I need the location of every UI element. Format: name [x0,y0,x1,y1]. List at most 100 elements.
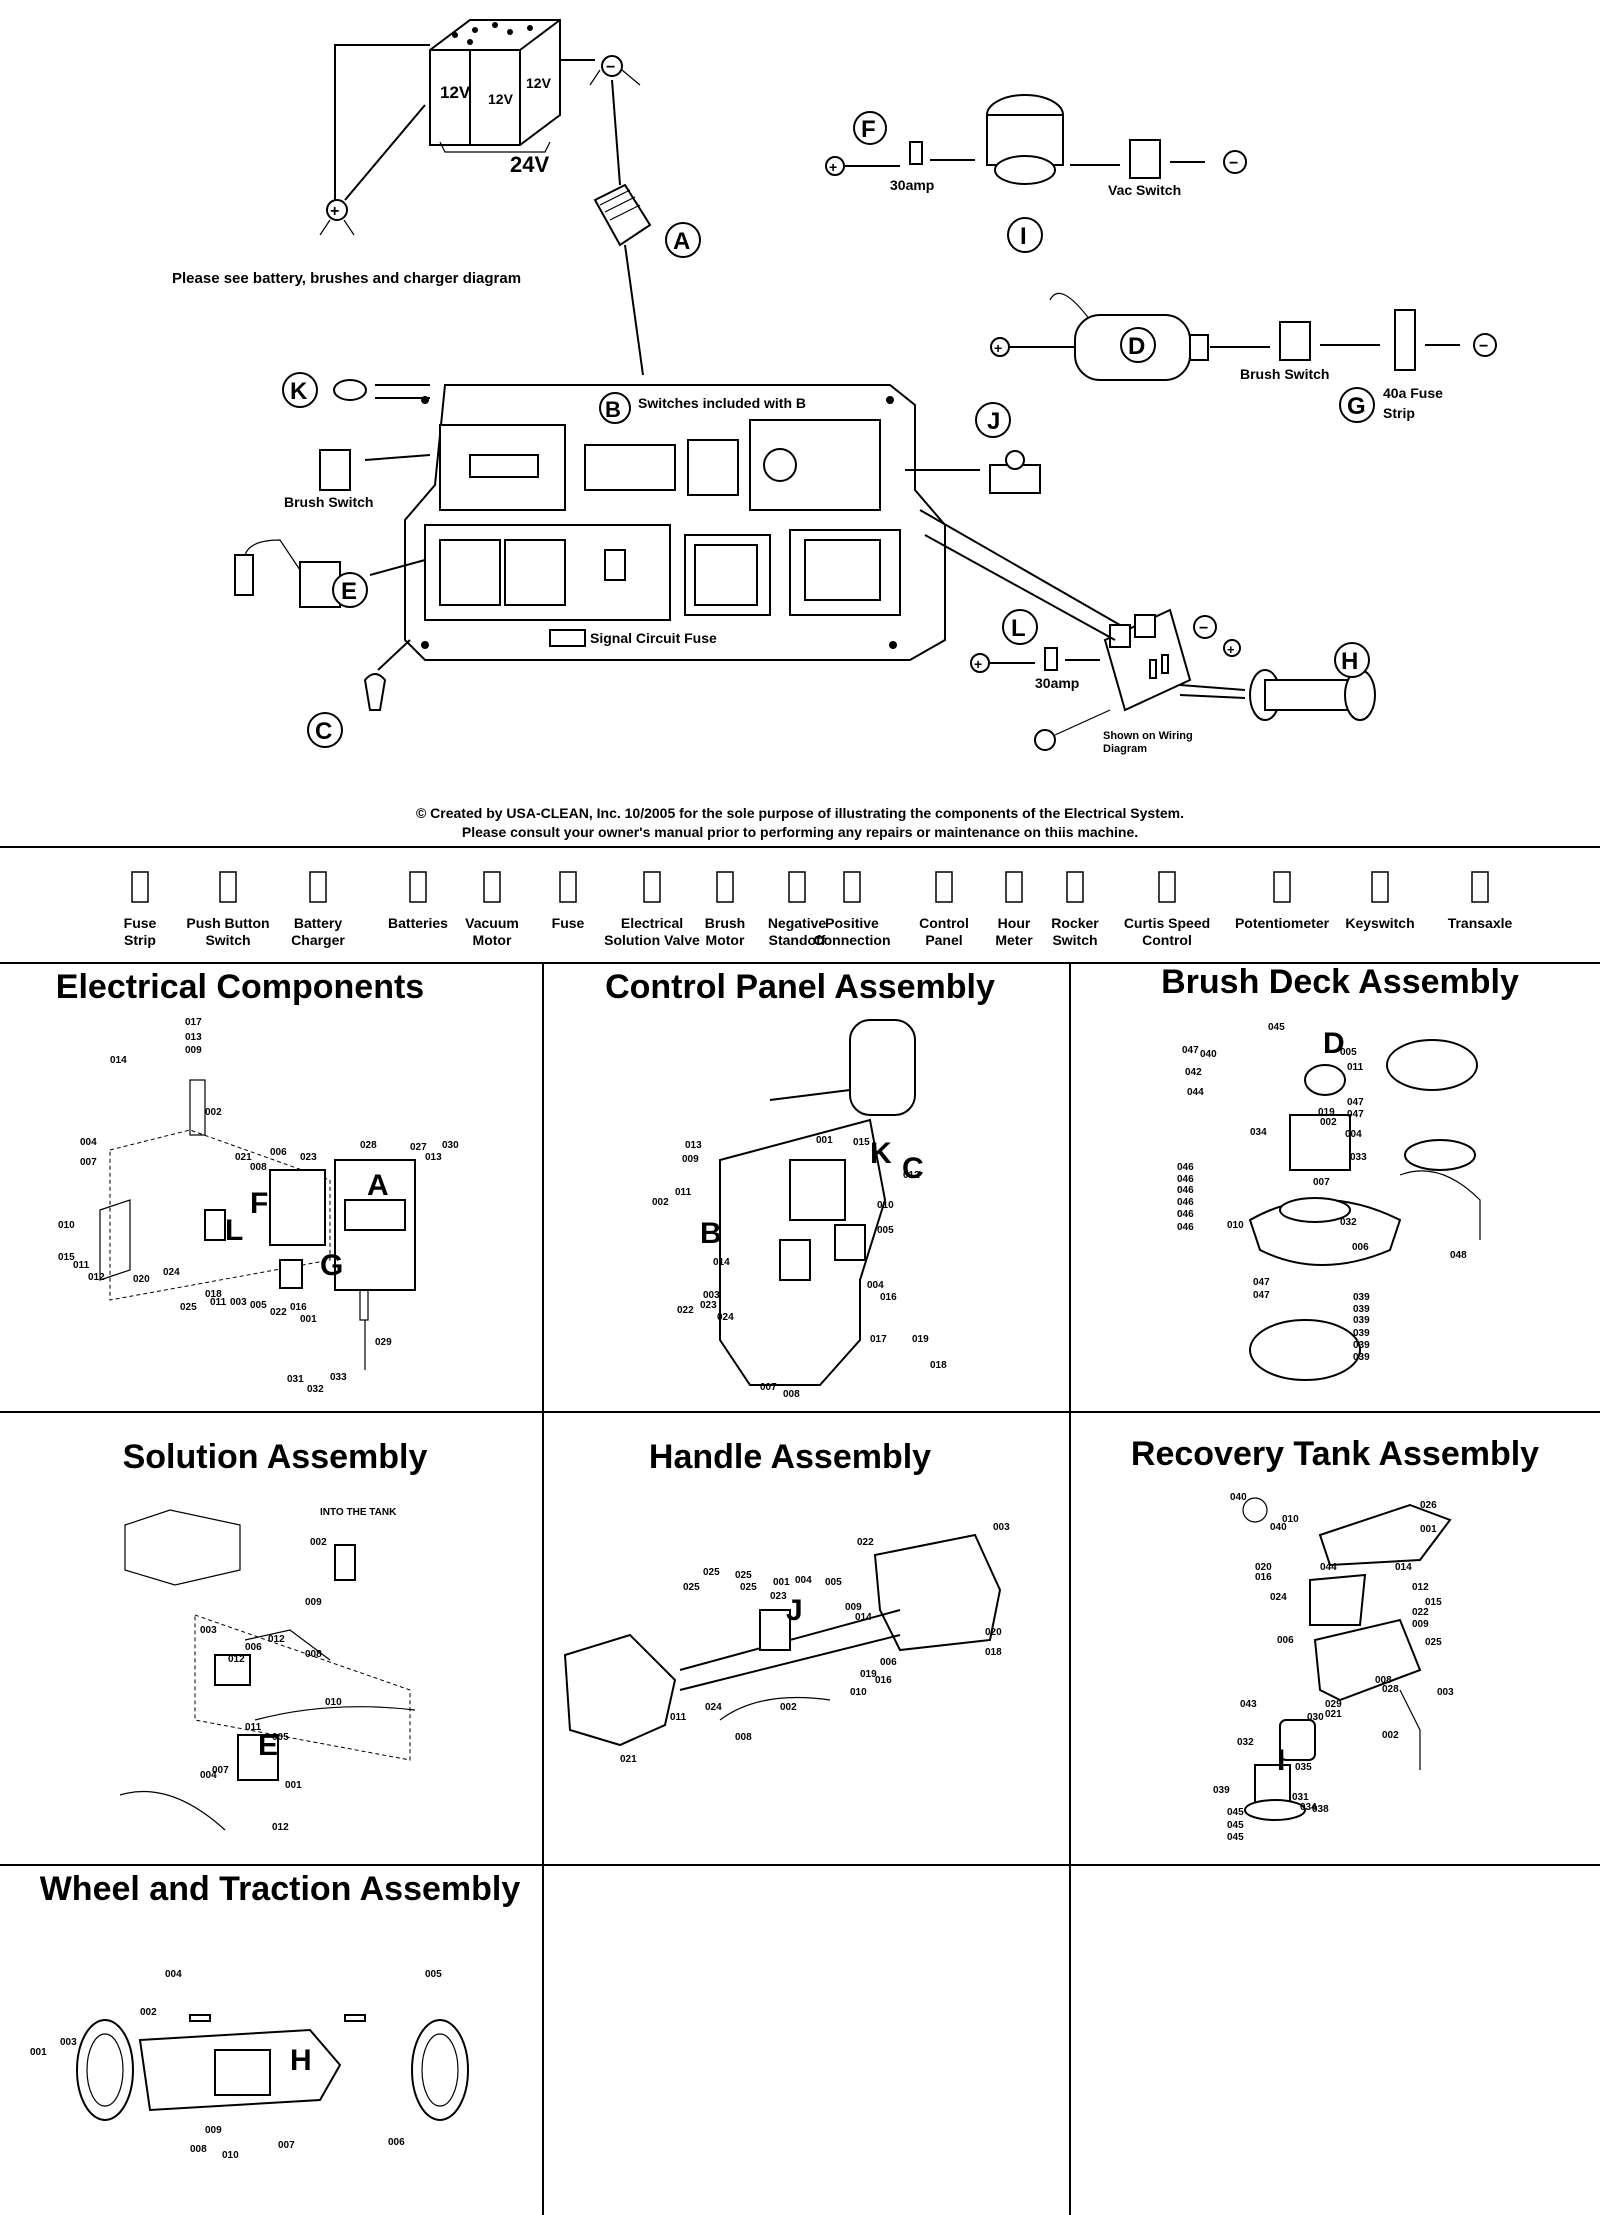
positive-symbol: + [994,340,1002,356]
part-number: 033 [1350,1152,1367,1163]
section-title: Recovery Tank Assembly [1131,1435,1539,1473]
part-number: 002 [1320,1117,1337,1128]
part-number: 033 [330,1372,347,1383]
legend-label: Push Button [186,915,269,931]
hour-meter-icon [333,379,367,401]
control-panel-b: Signal Circuit Fuse B Switches included … [404,384,946,661]
legend-label: Switch [205,932,250,948]
legend-label: Switch [1052,932,1097,948]
part-number: 046 [1177,1197,1194,1208]
part-number: 040 [1200,1049,1217,1060]
section-callout-letter: F [250,1187,268,1220]
part-number: 009 [205,2125,222,2136]
legend-label: Positive [825,915,879,931]
part-number: 023 [300,1152,317,1163]
section-recovery-tank-assembly: Recovery Tank Assembly [1131,1435,1539,1821]
part-number: 026 [1420,1500,1437,1511]
part-number: 045 [1227,1820,1244,1831]
battery-pack: 12V 12V 12V 24V [429,19,561,177]
fuse-amp-label: 30amp [1035,675,1079,691]
legend-icon [1158,871,1176,903]
part-number: 013 [185,1032,202,1043]
part-number: 012 [1412,1582,1429,1593]
section-title: Control Panel Assembly [605,968,995,1006]
part-number: 018 [930,1360,947,1371]
part-number: 009 [185,1045,202,1056]
part-number: 022 [270,1307,287,1318]
legend-icon [1471,871,1489,903]
part-number: 006 [388,2137,405,2148]
legend-label: Connection [814,932,891,948]
part-number: 016 [880,1292,897,1303]
part-number: 020 [1255,1562,1272,1573]
legend-icon [716,871,734,903]
legend-icon [219,871,237,903]
part-number: 025 [740,1582,757,1593]
part-number: 044 [1187,1087,1204,1098]
part-number: 003 [993,1522,1010,1533]
part-number: 012 [228,1654,245,1665]
legend-label: Fuse [552,915,585,931]
part-number: 009 [1412,1619,1429,1630]
part-number: 011 [670,1712,687,1723]
part-number: 020 [133,1274,150,1285]
battery-cell-label: 12V [526,75,552,91]
part-number: 016 [875,1675,892,1686]
legend-label: Negative [768,915,827,931]
part-number: 016 [1255,1572,1272,1583]
section-brush-deck-assembly: Brush Deck Assembly [1161,963,1519,1381]
part-number: 006 [1277,1635,1294,1646]
part-number: 009 [845,1602,862,1613]
section-solution-assembly: Solution Assembly [119,1438,427,1831]
part-number: 021 [620,1754,637,1765]
part-number: 007 [760,1382,777,1393]
part-number: 047 [1253,1290,1270,1301]
part-number: 045 [1227,1832,1244,1843]
part-number: 003 [1437,1687,1454,1698]
transaxle-h [1249,669,1376,721]
legend-icon [483,871,501,903]
part-number: 032 [1340,1217,1357,1228]
part-number: 039 [1353,1292,1370,1303]
part-number: 010 [850,1687,867,1698]
part-number: 002 [205,1107,222,1118]
section-title: Electrical Components [56,968,424,1006]
part-number: 009 [305,1597,322,1608]
part-number: 008 [783,1389,800,1400]
part-number: 018 [205,1289,222,1300]
part-number: 024 [163,1267,180,1278]
curtis-speed-control-l [1103,608,1192,712]
part-number: 014 [713,1257,730,1268]
legend-icon [309,871,327,903]
part-number: 005 [1340,1047,1357,1058]
part-number: INTO THE TANK [320,1507,397,1518]
part-number: 008 [305,1649,322,1660]
signal-circuit-fuse-label: Signal Circuit Fuse [590,630,717,646]
part-number: 001 [773,1577,790,1588]
part-number: 005 [825,1577,842,1588]
part-number: 002 [1382,1730,1399,1741]
part-number: 007 [1313,1177,1330,1188]
fuse-amp-label: 30amp [890,177,934,193]
legend-label: Motor [473,932,512,948]
callout-letter-d: D [1128,333,1145,360]
part-number: 039 [1353,1315,1370,1326]
legend-label: Vacuum [465,915,519,931]
section-callout-letter: K [870,1137,892,1170]
part-number: 004 [867,1280,884,1291]
part-number: 003 [60,2037,77,2048]
section-callout-letter: D [1323,1027,1345,1060]
part-number: 011 [245,1722,262,1733]
legend-label: Control [919,915,969,931]
part-number: 029 [1325,1699,1342,1710]
section-callout-letter: J [786,1594,803,1627]
part-number: 046 [1177,1185,1194,1196]
positive-symbol: + [974,656,982,672]
part-number: 040 [1270,1522,1287,1533]
section-callout-letter: B [700,1217,722,1250]
part-number: 012 [88,1272,105,1283]
part-number: 014 [855,1612,872,1623]
battery-cell-label: 12V [440,83,471,102]
part-number: 006 [270,1147,287,1158]
